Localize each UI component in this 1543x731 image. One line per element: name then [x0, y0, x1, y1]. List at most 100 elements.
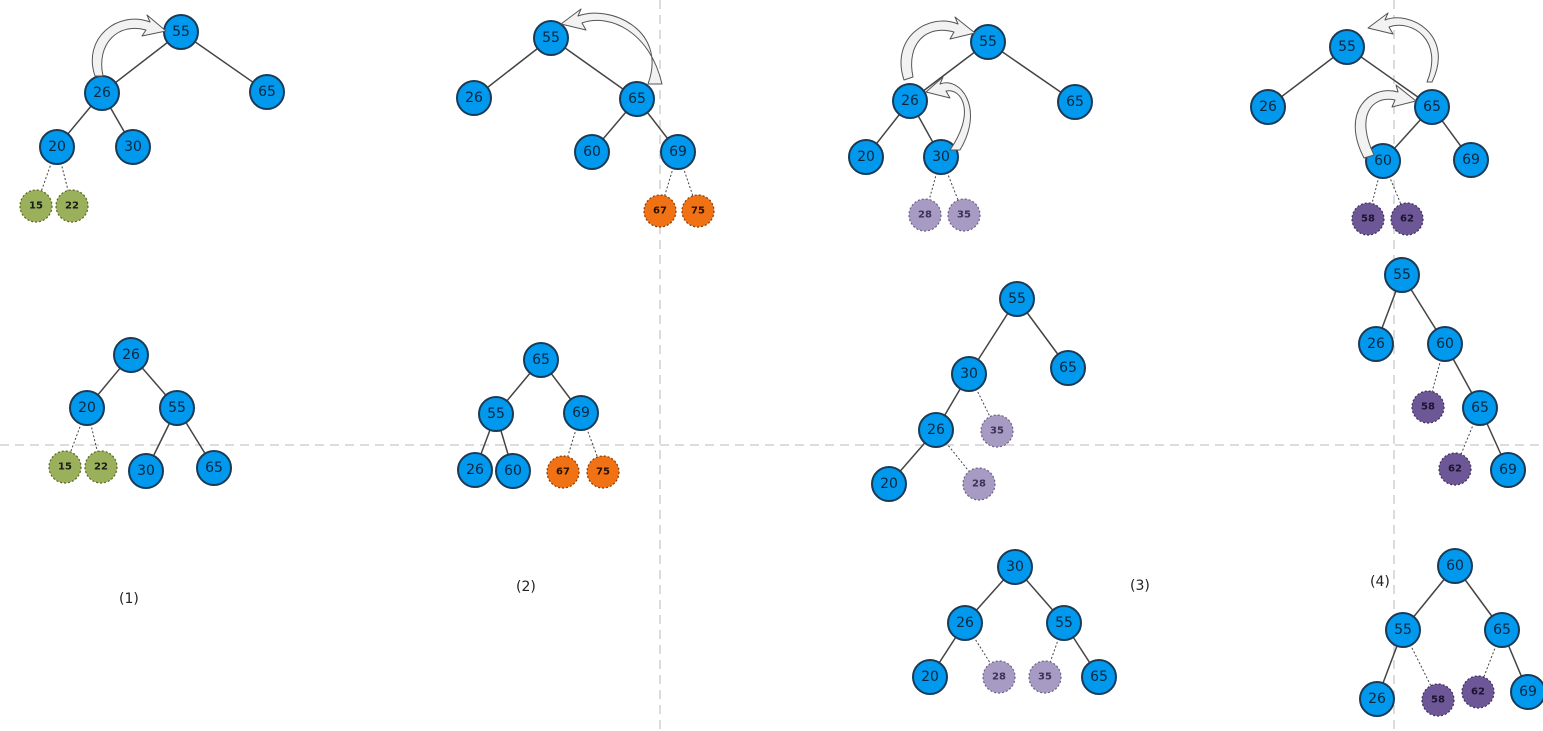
node-circle-regular	[1462, 390, 1498, 426]
tree-node: 58	[1351, 202, 1385, 236]
tree-4-before-edges	[1267, 46, 1472, 220]
node-label: 55	[1055, 615, 1073, 631]
node-label: 55	[1394, 622, 1412, 638]
tree-node: 65	[196, 450, 232, 486]
node-label: 26	[465, 90, 483, 106]
tree-node: 55	[1329, 29, 1365, 65]
node-circle-regular	[871, 466, 907, 502]
node-label: 55	[542, 30, 560, 46]
node-circle-regular	[1250, 89, 1286, 125]
tree-1-before: 55 26 65 20 30 15 22	[19, 14, 285, 223]
node-label: 20	[880, 476, 898, 492]
node-label: 26	[956, 615, 974, 631]
tree-node: 62	[1438, 452, 1472, 486]
tree-node: 65	[249, 74, 285, 110]
rotation-arrow-3a	[900, 16, 976, 81]
tree-node: 20	[912, 659, 948, 695]
node-circle-regular	[1358, 326, 1394, 362]
tree-node: 58	[1421, 683, 1455, 717]
tree-node: 35	[947, 198, 981, 232]
node-circle-purple	[1421, 683, 1455, 717]
node-circle-regular	[249, 74, 285, 110]
node-circle-lavender	[1028, 660, 1062, 694]
node-label: 22	[65, 201, 79, 212]
node-label: 60	[1446, 558, 1464, 574]
node-circle-regular	[848, 139, 884, 175]
node-label: 26	[927, 422, 945, 438]
node-circle-regular	[1490, 452, 1526, 488]
node-label: 62	[1471, 687, 1485, 698]
node-circle-orange	[643, 194, 677, 228]
node-label: 69	[669, 144, 687, 160]
tree-node: 75	[586, 455, 620, 489]
node-label: 55	[1393, 267, 1411, 283]
tree-node: 26	[947, 605, 983, 641]
node-label: 26	[901, 93, 919, 109]
node-circle-regular	[478, 396, 514, 432]
node-circle-regular	[1046, 605, 1082, 641]
node-circle-regular	[574, 134, 610, 170]
node-label: 65	[532, 352, 550, 368]
tree-node: 67	[643, 194, 677, 228]
node-circle-lavender	[962, 467, 996, 501]
node-circle-regular	[1329, 29, 1365, 65]
node-label: 26	[466, 462, 484, 478]
tree-node: 55	[163, 14, 199, 50]
tree-node: 55	[533, 20, 569, 56]
node-circle-regular	[495, 453, 531, 489]
node-label: 55	[172, 24, 190, 40]
node-label: 67	[556, 467, 570, 478]
node-circle-regular	[1081, 659, 1117, 695]
node-circle-regular	[999, 281, 1035, 317]
tree-node: 69	[1453, 142, 1489, 178]
tree-node: 20	[39, 129, 75, 165]
node-label: 15	[29, 201, 43, 212]
tree-4-middle-edges	[1375, 274, 1509, 471]
node-circle-regular	[1359, 681, 1395, 717]
node-circle-regular	[159, 390, 195, 426]
tree-node: 26	[1250, 89, 1286, 125]
edge-dotted	[1477, 629, 1503, 693]
node-circle-regular	[69, 390, 105, 426]
node-label: 65	[1493, 622, 1511, 638]
rotation-arrow-3b	[925, 76, 971, 151]
node-circle-lavender	[982, 660, 1016, 694]
node-label: 65	[1090, 669, 1108, 685]
tree-node: 26	[1359, 681, 1395, 717]
node-label: 55	[168, 400, 186, 416]
tree-node: 60	[574, 134, 610, 170]
tree-node: 26	[84, 75, 120, 111]
tree-node: 65	[1414, 89, 1450, 125]
edge-dotted	[1427, 343, 1446, 408]
node-label: 15	[58, 462, 72, 473]
node-circle-regular	[113, 337, 149, 373]
node-circle-regular	[970, 24, 1006, 60]
node-label: 55	[1008, 291, 1026, 307]
node-label: 35	[957, 210, 971, 221]
tree-node: 62	[1390, 202, 1424, 236]
node-circle-regular	[533, 20, 569, 56]
node-label: 55	[1338, 39, 1356, 55]
node-circle-orange	[681, 194, 715, 228]
tree-node: 62	[1461, 675, 1495, 709]
node-circle-regular	[457, 452, 493, 488]
node-label: 30	[124, 139, 142, 155]
node-label: 60	[1374, 153, 1392, 169]
node-label: 28	[918, 210, 932, 221]
tree-node: 28	[908, 198, 942, 232]
node-circle-orange	[586, 455, 620, 489]
edges-layer	[35, 31, 1529, 701]
node-circle-regular	[1384, 257, 1420, 293]
node-circle-regular	[163, 14, 199, 50]
tree-node: 65	[1057, 84, 1093, 120]
node-label: 28	[972, 479, 986, 490]
tree-node: 55	[1046, 605, 1082, 641]
node-circle-purple	[1411, 390, 1445, 424]
